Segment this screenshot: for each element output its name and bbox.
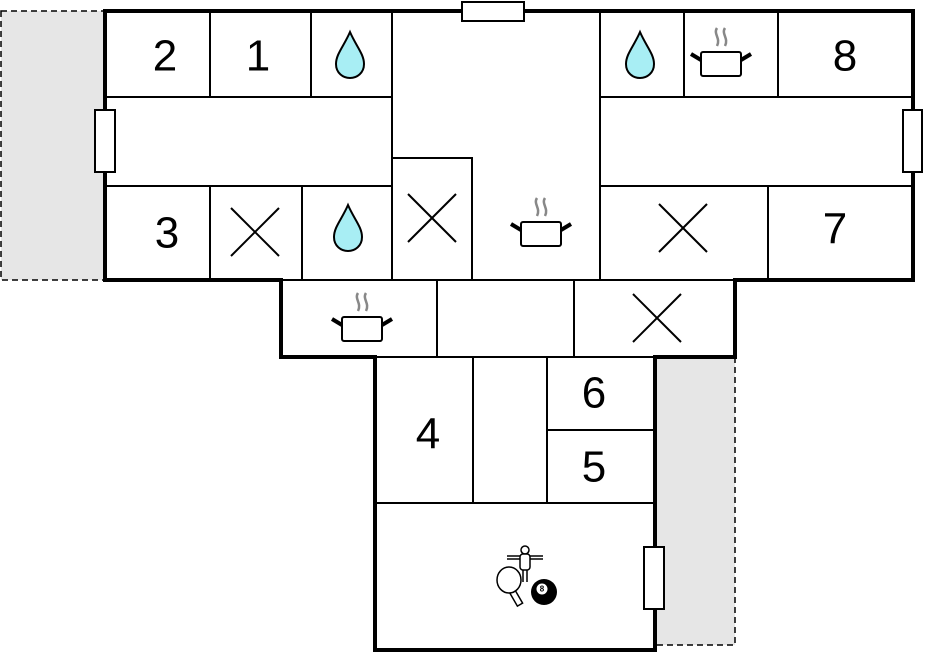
bathroom-water-drop-icon xyxy=(333,204,363,252)
room-6-label: 6 xyxy=(582,369,606,418)
terrace-right xyxy=(654,356,736,646)
room-1-label: 1 xyxy=(246,32,270,81)
billiard-ball-number: 8 xyxy=(540,585,545,594)
cross-icon xyxy=(230,207,280,257)
cross-icon xyxy=(632,293,682,343)
kitchen-pot-icon xyxy=(509,196,573,248)
door-right xyxy=(902,109,923,173)
interior-walls xyxy=(105,11,913,504)
room-3-label: 3 xyxy=(155,209,179,258)
kitchen-pot-icon xyxy=(689,26,753,78)
room-8-label: 8 xyxy=(833,32,857,81)
door-left xyxy=(94,109,116,173)
cross-icon xyxy=(658,203,708,253)
room-7-label: 7 xyxy=(823,205,847,254)
bathroom-water-drop-icon xyxy=(335,31,365,79)
kitchen-pot-icon xyxy=(330,291,394,343)
bathroom-water-drop-icon xyxy=(625,31,655,79)
entrance-door xyxy=(461,1,525,22)
door-bottom-right xyxy=(643,546,665,610)
cross-icon xyxy=(407,193,457,243)
terrace-left xyxy=(0,10,106,281)
room-2-label: 2 xyxy=(153,32,177,81)
foosball-icon xyxy=(507,545,543,582)
building-outline xyxy=(103,9,915,652)
room-5-label: 5 xyxy=(582,443,606,492)
room-4-label: 4 xyxy=(416,410,440,459)
table-tennis-icon xyxy=(496,566,524,608)
billiard-ball-icon: 8 xyxy=(531,579,557,605)
